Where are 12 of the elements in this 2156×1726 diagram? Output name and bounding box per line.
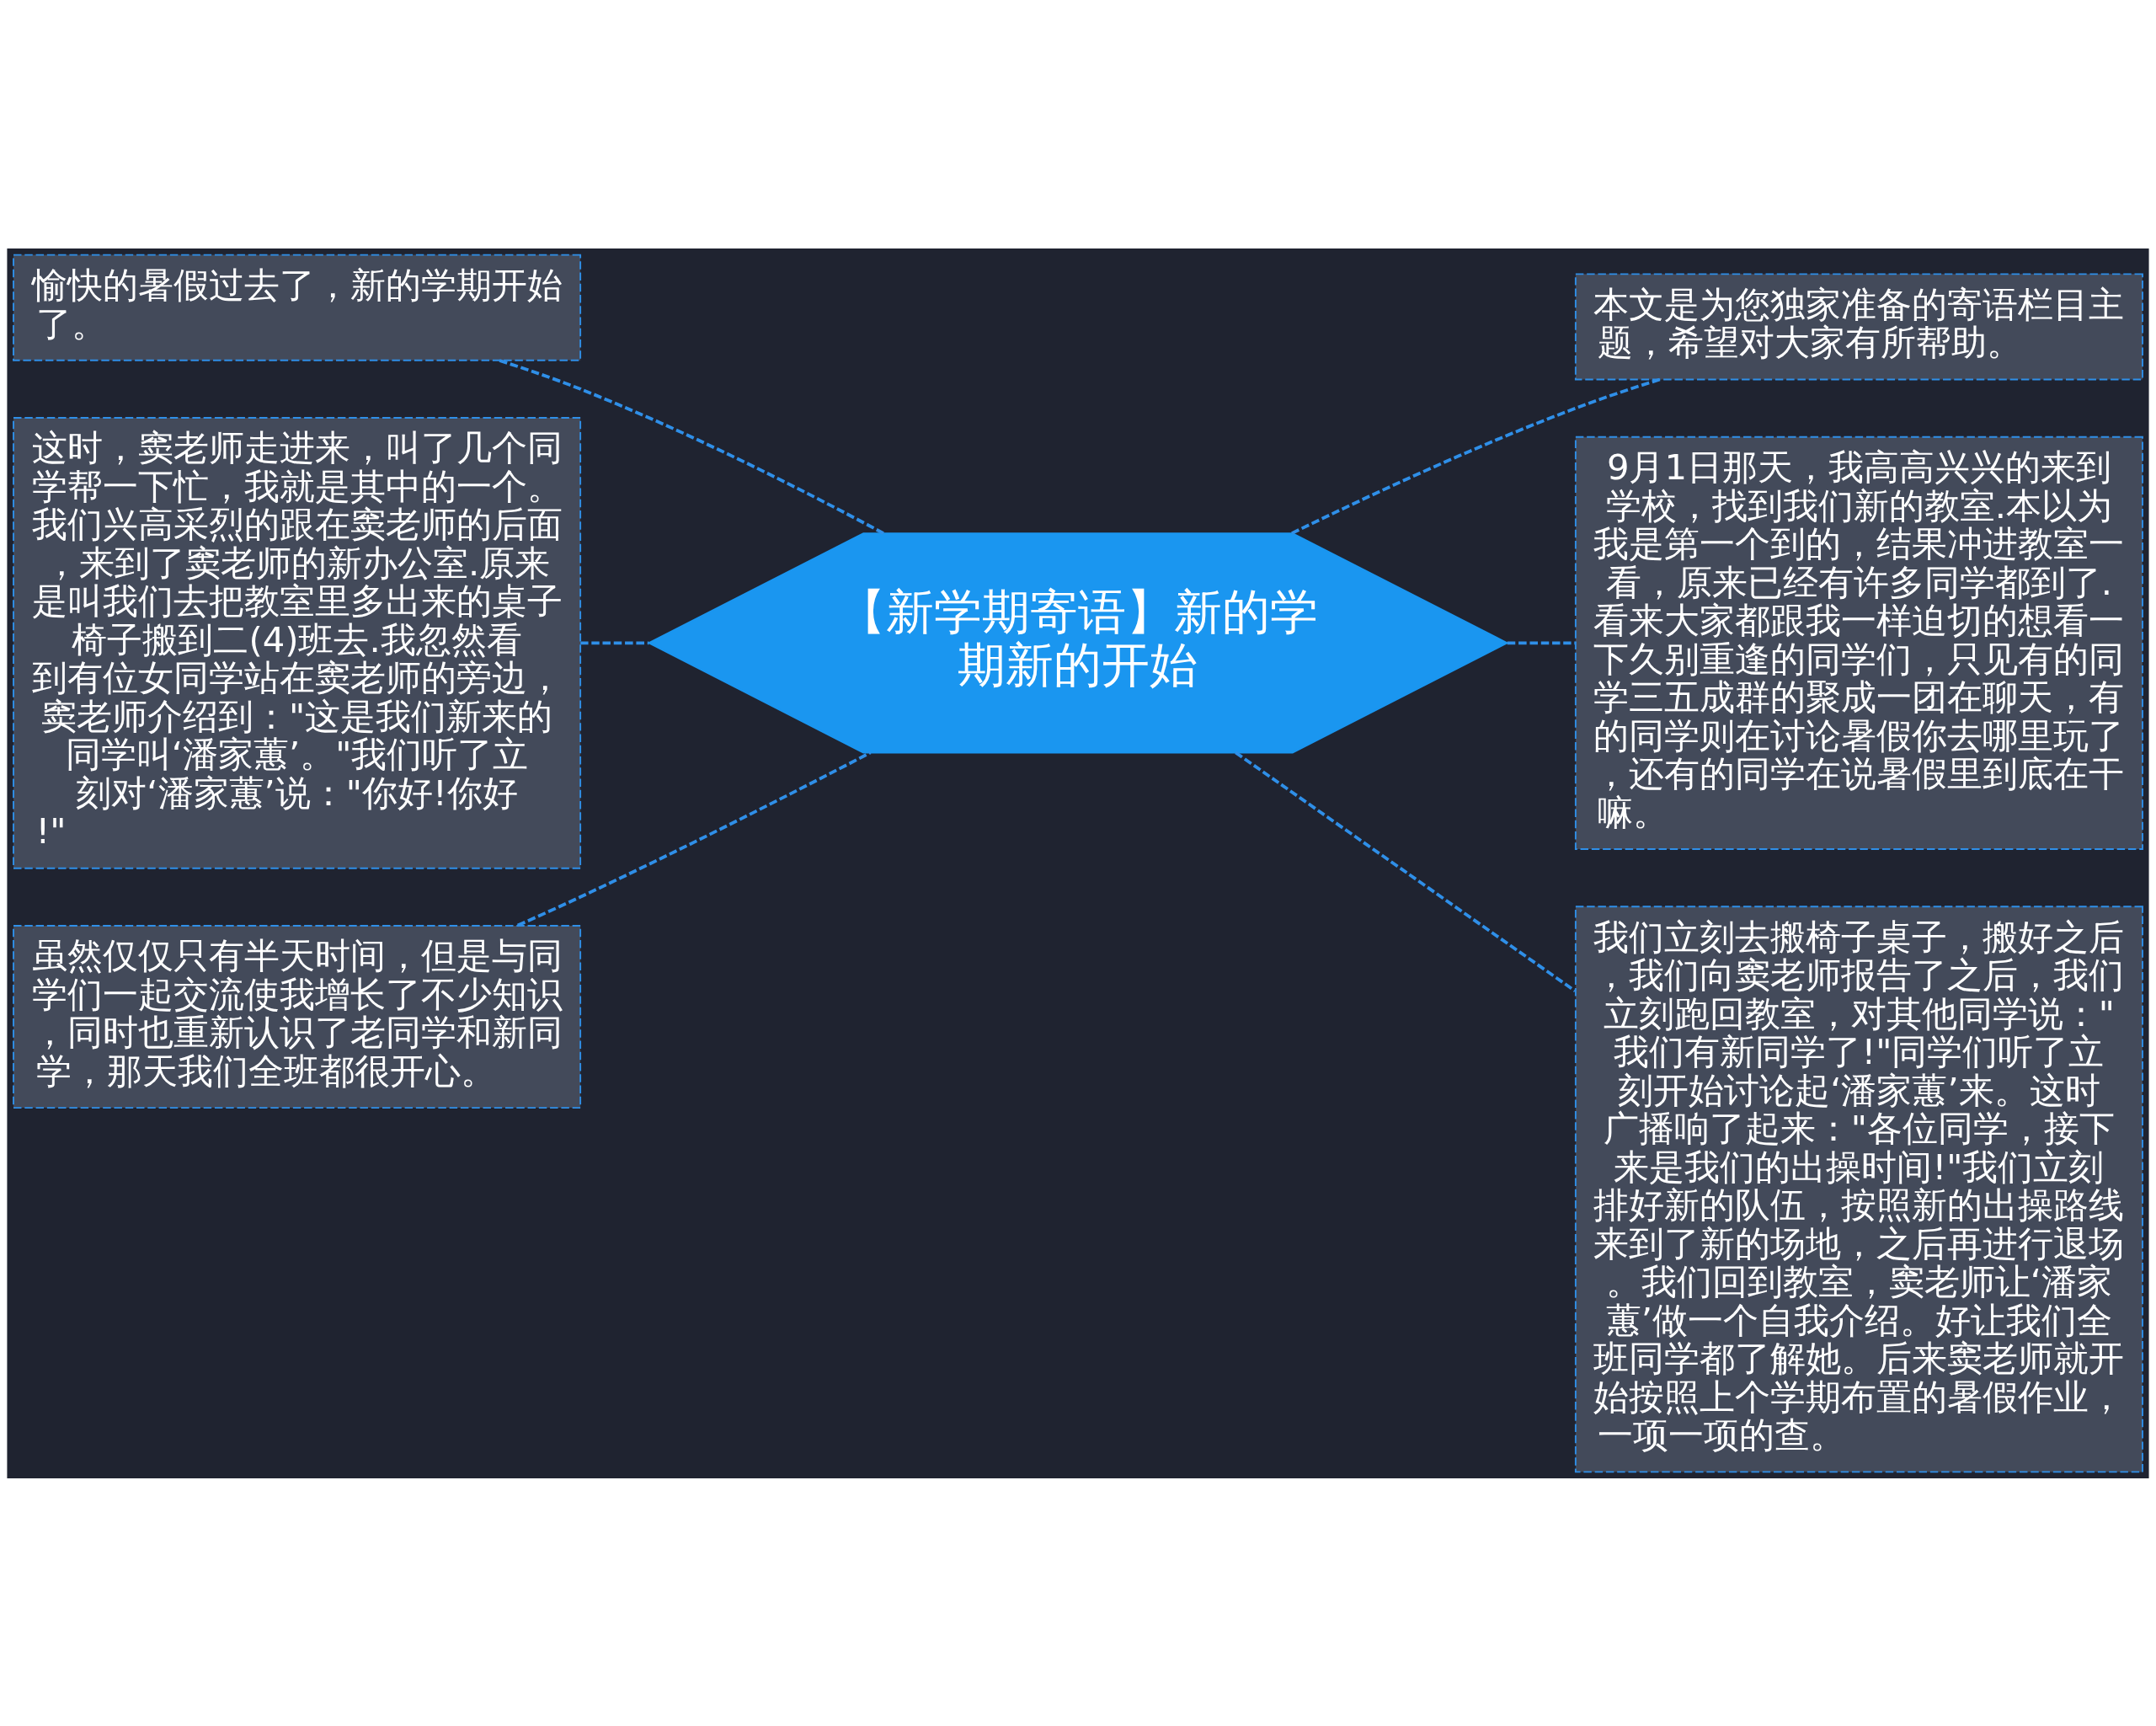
node-box: 这时，窦老师走进来，叫了几个同学帮一下忙，我就是其中的一个。我们兴高采烈的跟在窦老师的后面，来到了窦老师的新办公室.原来是叫我们去把教室里多出来的桌子椅子搬到二(4)班去.我忽然看到有位女同学站在窦老师的旁边，窦老师介绍到："这是我们新来的同学叫‘潘家蕙’。"我们听了立刻对‘潘家蕙’说："你好!你好!" (13, 416, 582, 869)
connector (499, 358, 885, 535)
node-box: 虽然仅仅只有半天时间，但是与同学们一起交流使我增长了不少知识，同时也重新认识了老同学和新同学，那天我们全班都很开心。 (13, 924, 582, 1109)
node-box: 9月1日那天，我高高兴兴的来到学校，找到我们新的教室.本以为我是第一个到的，结果冲进教室一看，原来已经有许多同学都到了.看来大家都跟我一样迫切的想看一下久别重逢的同学们，只见有的同学三五成群的聚成一团在聊天，有的同学则在讨论暑假你去哪里玩了，还有的同学在说暑假里到底在干嘛。 (1574, 436, 2143, 850)
node-box: 本文是为您独家准备的寄语栏目主题，希望对大家有所帮助。 (1574, 272, 2143, 380)
connector (1235, 751, 1577, 992)
node-box: 我们立刻去搬椅子桌子，搬好之后，我们向窦老师报告了之后，我们立刻跑回教室，对其他同学说："我们有新同学了!"同学们听了立刻开始讨论起‘潘家蕙’来。这时广播响了起来："各位同学，接下来是我们的出操时间!"我们立刻排好新的队伍，按照新的出操路线来到了新的场地，之后再进行退场。我们回到教室，窦老师让‘潘家蕙’做一个自我介绍。好让我们全班同学都了解她。后来窦老师就开始按照上个学期布置的暑假作业，一项一项的查。 (1574, 905, 2143, 1472)
connector (1507, 640, 1576, 644)
connector (1291, 377, 1661, 535)
connector (580, 640, 649, 644)
connector (516, 751, 872, 927)
node-box: 愉快的暑假过去了，新的学期开始了。 (13, 254, 582, 361)
